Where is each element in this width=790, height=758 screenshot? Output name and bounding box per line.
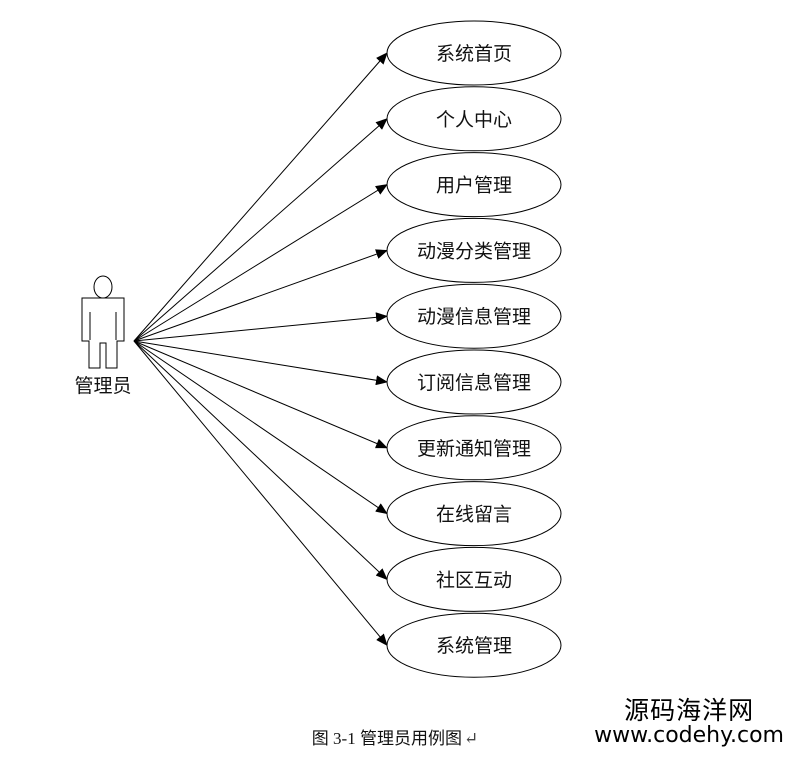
association-arrow: [133, 184, 388, 342]
association-arrow: [133, 52, 388, 342]
use-case-label: 社区互动: [436, 569, 512, 591]
association-arrow: [133, 340, 388, 386]
actor-body: [81, 297, 125, 369]
association-arrow: [133, 340, 388, 449]
association-arrow: [133, 340, 388, 515]
use-case: 系统首页: [386, 20, 562, 86]
use-case-ellipse: [386, 546, 562, 612]
use-case-ellipse: [386, 612, 562, 678]
use-case-label: 系统首页: [436, 43, 512, 65]
association-arrow: [133, 118, 388, 342]
watermark-url: www.codehy.com: [594, 723, 784, 749]
use-case-ellipse: [386, 152, 562, 218]
use-cases: 系统首页个人中心用户管理动漫分类管理动漫信息管理订阅信息管理更新通知管理在线留言…: [386, 20, 562, 678]
use-case-label: 订阅信息管理: [417, 372, 531, 394]
caption-text: 图 3-1 管理员用例图: [311, 729, 462, 748]
use-case-ellipse: [386, 86, 562, 152]
use-case-label: 动漫分类管理: [417, 240, 531, 262]
actor-figure: [81, 275, 125, 369]
use-case-label: 系统管理: [436, 635, 512, 657]
use-case-ellipse: [386, 349, 562, 415]
association-arrow: [133, 340, 388, 581]
use-case: 动漫信息管理: [386, 283, 562, 349]
use-case: 更新通知管理: [386, 415, 562, 481]
use-case-label: 动漫信息管理: [417, 306, 531, 328]
watermark: 源码海洋网 www.codehy.com: [594, 696, 784, 749]
use-case: 订阅信息管理: [386, 349, 562, 415]
association-arrow: [133, 340, 388, 646]
use-case: 个人中心: [386, 86, 562, 152]
actor-head: [93, 275, 113, 299]
use-case: 动漫分类管理: [386, 217, 562, 283]
association-arrow: [133, 312, 388, 342]
association-arrow: [133, 249, 388, 342]
use-case-label: 用户管理: [436, 175, 512, 197]
paragraph-mark: ↵: [463, 729, 479, 748]
use-case-label: 在线留言: [436, 504, 512, 526]
use-case-ellipse: [386, 481, 562, 547]
use-case-ellipse: [386, 20, 562, 86]
use-case-ellipse: [386, 217, 562, 283]
use-case-label: 更新通知管理: [417, 438, 531, 460]
use-case: 系统管理: [386, 612, 562, 678]
figure-caption: 图 3-1 管理员用例图↵: [0, 724, 790, 749]
associations: [133, 52, 388, 646]
watermark-name: 源码海洋网: [624, 696, 755, 725]
use-case: 用户管理: [386, 152, 562, 218]
use-case-label: 个人中心: [436, 109, 512, 131]
use-case-ellipse: [386, 283, 562, 349]
use-case-ellipse: [386, 415, 562, 481]
actor-label: 管理员: [74, 375, 131, 397]
use-case: 在线留言: [386, 481, 562, 547]
use-case: 社区互动: [386, 546, 562, 612]
